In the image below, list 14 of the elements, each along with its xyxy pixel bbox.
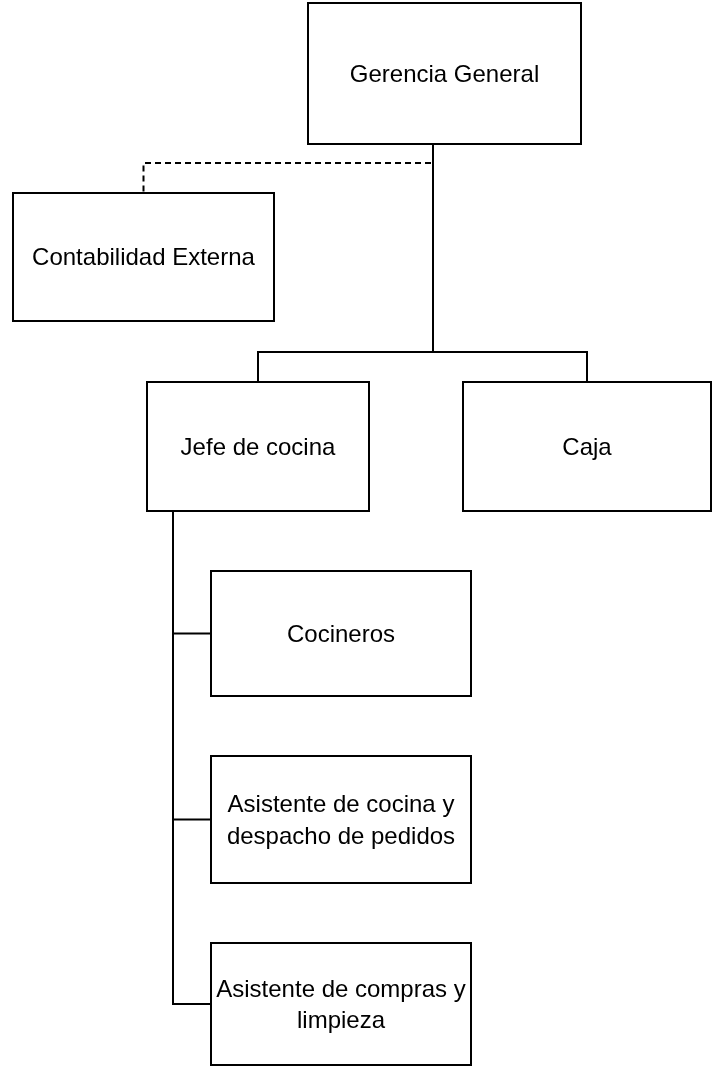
org-box (307, 2, 582, 145)
box-label: Asistente de compras y limpieza (216, 973, 466, 1035)
box-label: Gerencia General (349, 58, 540, 89)
org-box (462, 381, 712, 512)
box-label: Caja (562, 431, 612, 462)
org-box (210, 570, 472, 697)
box-label: Asistente de cocina y despacho de pedidos (225, 789, 457, 851)
org-box (12, 192, 275, 322)
org-box (210, 755, 472, 884)
box-label: Cocineros (286, 618, 395, 649)
box-label: Jefe de cocina (180, 431, 336, 462)
org-box (146, 381, 370, 512)
org-box (210, 942, 472, 1066)
box-label: Contabilidad Externa (32, 242, 255, 273)
